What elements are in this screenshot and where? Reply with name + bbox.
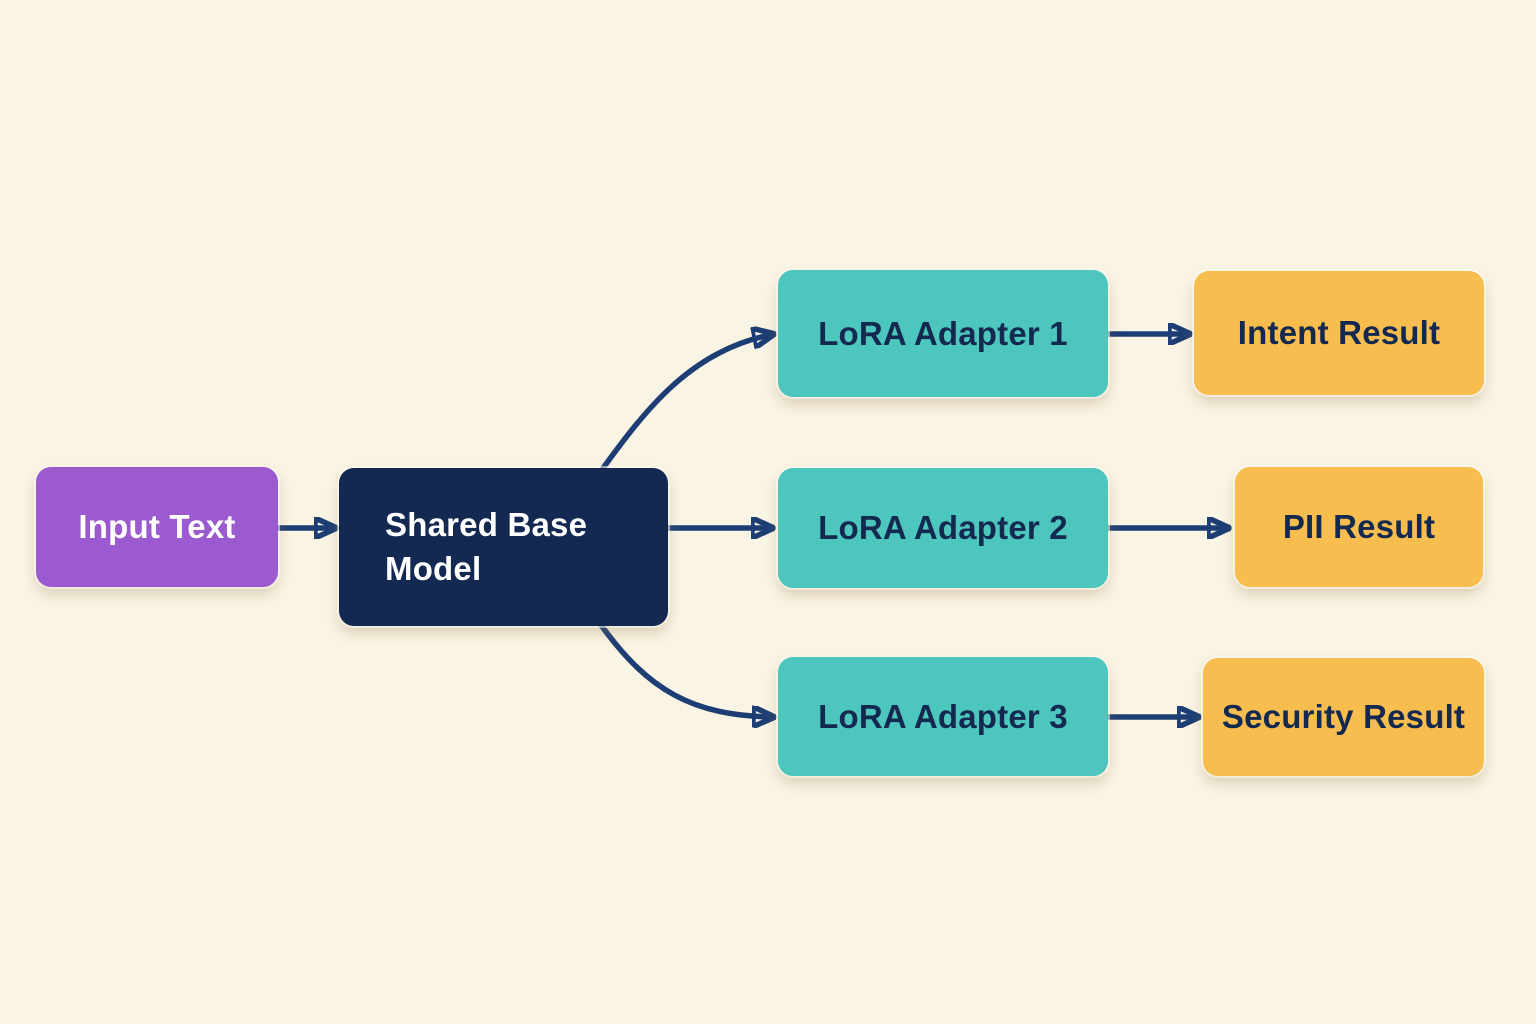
node-intent-result: Intent Result bbox=[1194, 271, 1484, 395]
node-lora-adapter-1-label: LoRA Adapter 1 bbox=[818, 314, 1068, 352]
node-lora-adapter-2-label: LoRA Adapter 2 bbox=[818, 509, 1068, 546]
node-security-result: Security Result bbox=[1203, 658, 1484, 776]
node-lora-adapter-3: LoRA Adapter 3 bbox=[778, 657, 1108, 776]
node-input-text: Input Text bbox=[36, 467, 278, 587]
edge-base-to-adapter3 bbox=[598, 622, 777, 717]
node-pii-result-label: PII Result bbox=[1282, 508, 1436, 545]
node-shared-base-model-label: Shared Base Model bbox=[385, 506, 588, 587]
node-input-text-label: Input Text bbox=[78, 508, 236, 545]
node-lora-adapter-3-label: LoRA Adapter 3 bbox=[818, 697, 1068, 735]
node-security-result-label: Security Result bbox=[1221, 698, 1466, 735]
edge-base-to-adapter1 bbox=[598, 334, 774, 474]
node-pii-result: PII Result bbox=[1235, 467, 1483, 587]
node-lora-adapter-2: LoRA Adapter 2 bbox=[778, 468, 1108, 588]
node-lora-adapter-1: LoRA Adapter 1 bbox=[778, 270, 1108, 397]
node-shared-base-model: Shared Base Model bbox=[339, 468, 668, 626]
node-intent-result-label: Intent Result bbox=[1237, 314, 1441, 351]
